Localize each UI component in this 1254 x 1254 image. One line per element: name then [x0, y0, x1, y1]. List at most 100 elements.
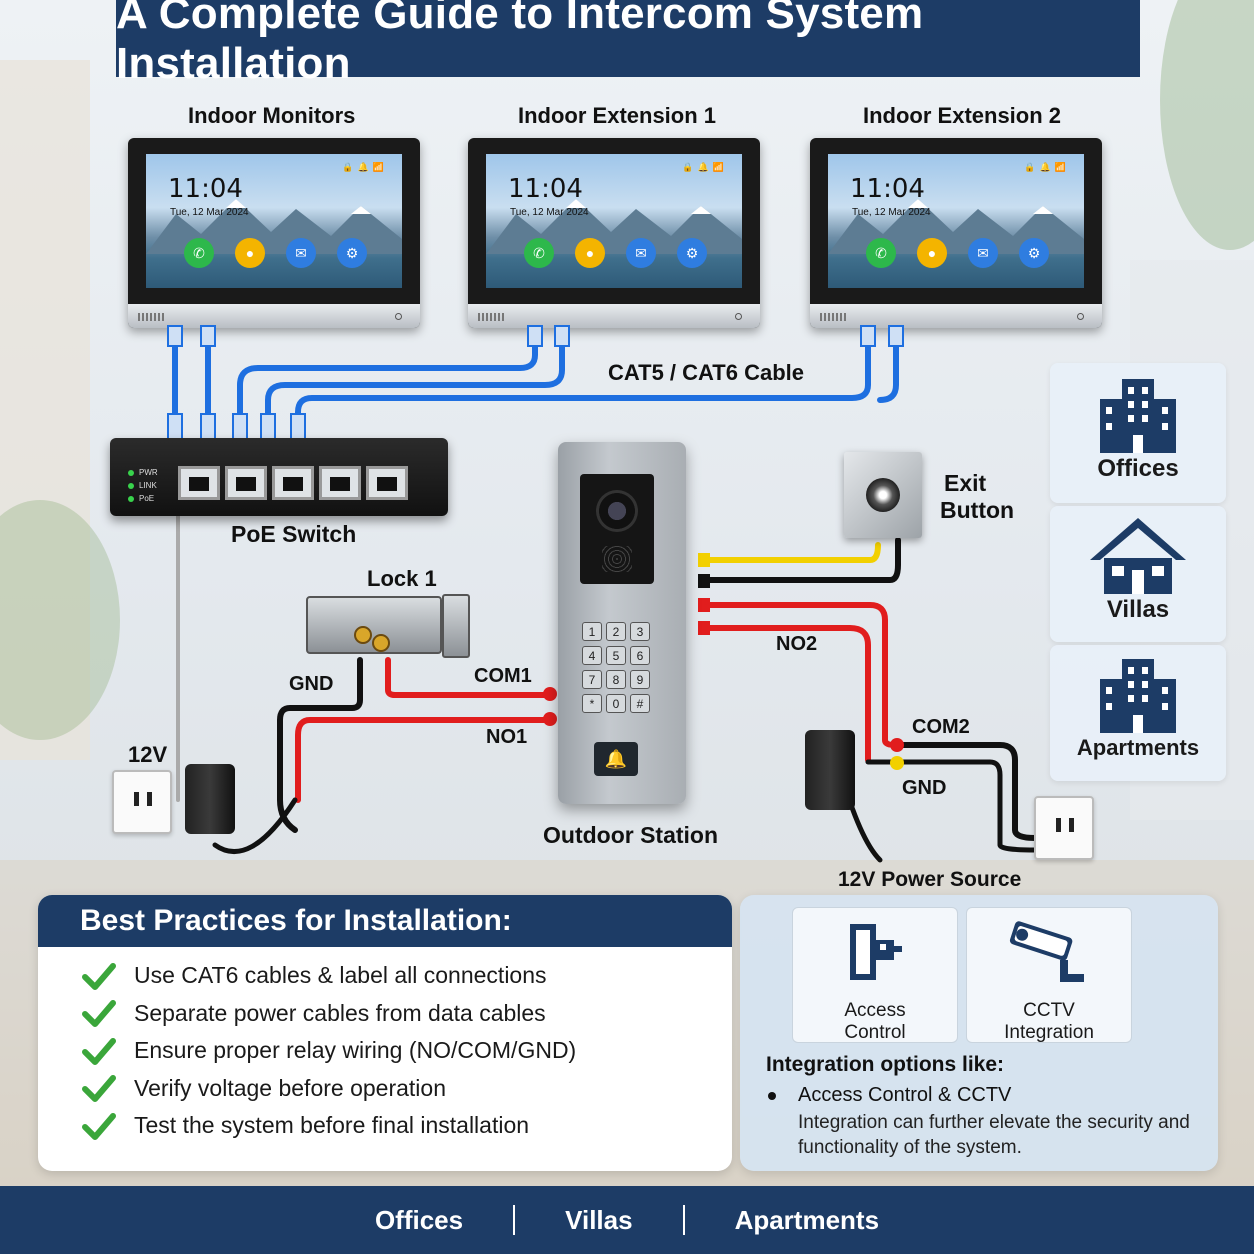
footer-divider — [682, 1205, 685, 1235]
key-icon — [354, 626, 372, 644]
access-label-1: Access — [844, 1000, 906, 1021]
phone-icon[interactable]: ✆ — [866, 238, 896, 268]
user-icon[interactable]: ● — [235, 238, 265, 268]
mail-icon[interactable]: ✉ — [286, 238, 316, 268]
cable-extension-1b — [265, 327, 565, 443]
monitor-time: 11:04 — [508, 174, 583, 204]
key-0[interactable]: 0 — [606, 694, 626, 713]
list-item: Use CAT6 cables & label all connections — [82, 957, 732, 995]
side-card-label: Apartments — [1076, 735, 1200, 760]
integration-description: Integration can further elevate the secu… — [798, 1112, 1190, 1158]
door-access-icon — [850, 924, 902, 980]
phone-icon[interactable]: ✆ — [184, 238, 214, 268]
monitor-label-1: Indoor Monitors — [188, 103, 356, 128]
indoor-extension-2: 🔒🔔📶 11:04 Tue, 12 Mar 2024 ✆ ● ✉ ⚙ — [810, 138, 1102, 328]
cable-extension-1a — [237, 327, 538, 443]
gear-icon[interactable]: ⚙ — [677, 238, 707, 268]
office-building-icon — [1100, 379, 1176, 453]
key-3[interactable]: 3 — [630, 622, 650, 641]
key-5[interactable]: 5 — [606, 646, 626, 665]
key-9[interactable]: 9 — [630, 670, 650, 689]
monitor-screen: 🔒🔔📶 11:04 Tue, 12 Mar 2024 ✆ ● ✉ ⚙ — [146, 154, 402, 288]
practice-text: Use CAT6 cables & label all connections — [134, 962, 547, 989]
user-icon[interactable]: ● — [575, 238, 605, 268]
checkmark-icon — [82, 1000, 116, 1028]
gear-icon[interactable]: ⚙ — [337, 238, 367, 268]
bell-icon[interactable]: 🔔 — [594, 742, 638, 776]
cctv-label-2: Integration — [1004, 1022, 1094, 1043]
gnd-left-label: GND — [289, 673, 334, 695]
practice-text: Test the system before final installatio… — [134, 1112, 530, 1139]
monitor-time: 11:04 — [168, 174, 243, 204]
electric-lock — [306, 594, 470, 660]
mail-icon[interactable]: ✉ — [626, 238, 656, 268]
integration-bullet: Access Control & CCTV — [767, 1084, 1012, 1106]
12v-label: 12V — [128, 742, 168, 767]
monitor-time: 11:04 — [850, 174, 925, 204]
com2-label: COM2 — [912, 716, 970, 738]
key-7[interactable]: 7 — [582, 670, 602, 689]
side-card-label: Villas — [1106, 596, 1170, 623]
exit-label-line2: Button — [940, 497, 1015, 523]
list-item: Verify voltage before operation — [82, 1070, 732, 1108]
monitor-date: Tue, 12 Mar 2024 — [510, 207, 589, 218]
outdoor-station: 1 2 3 4 5 6 7 8 9 * 0 # 🔔 — [558, 442, 686, 804]
page-title: A Complete Guide to Intercom System Inst… — [116, 0, 1140, 88]
exit-label-line1: Exit — [944, 470, 987, 496]
checkmark-icon — [82, 962, 116, 990]
practice-text: Separate power cables from data cables — [134, 999, 546, 1026]
link-indicator: LINK — [128, 481, 157, 490]
best-practices-heading: Best Practices for Installation: — [38, 895, 732, 947]
key-6[interactable]: 6 — [630, 646, 650, 665]
switch-port — [319, 466, 361, 500]
key-8[interactable]: 8 — [606, 670, 626, 689]
switch-port — [178, 466, 220, 500]
checkmark-icon — [82, 1112, 116, 1140]
mail-icon[interactable]: ✉ — [968, 238, 998, 268]
side-card-villas: Villas — [1050, 506, 1226, 642]
keypad: 1 2 3 4 5 6 7 8 9 * 0 # — [582, 622, 650, 713]
wall-outlet-right — [1034, 796, 1094, 860]
exit-button-device[interactable] — [844, 452, 922, 538]
key-star[interactable]: * — [582, 694, 602, 713]
switch-port — [225, 466, 267, 500]
best-practices-panel: Best Practices for Installation: Use CAT… — [38, 895, 732, 1171]
camera-lens-icon — [596, 490, 638, 532]
key-2[interactable]: 2 — [606, 622, 626, 641]
practice-text: Verify voltage before operation — [134, 1074, 446, 1101]
cctv-camera-icon — [1009, 921, 1084, 982]
power-source-label: 12V Power Source — [838, 868, 1022, 891]
camera-module — [580, 474, 654, 584]
house-icon — [1090, 518, 1186, 594]
access-label-2: Control — [844, 1022, 906, 1043]
no2-label: NO2 — [776, 633, 818, 655]
footer-link-apartments[interactable]: Apartments — [734, 1204, 880, 1235]
side-card-offices: Offices — [1050, 363, 1226, 503]
power-adapter-right — [805, 730, 855, 810]
gear-icon[interactable]: ⚙ — [1019, 238, 1049, 268]
monitor-screen: 🔒🔔📶 11:04 Tue, 12 Mar 2024 ✆ ● ✉ ⚙ — [486, 154, 742, 288]
key-1[interactable]: 1 — [582, 622, 602, 641]
checkmark-icon — [82, 1075, 116, 1103]
indoor-extension-1: 🔒🔔📶 11:04 Tue, 12 Mar 2024 ✆ ● ✉ ⚙ — [468, 138, 760, 328]
list-item: Ensure proper relay wiring (NO/COM/GND) — [82, 1032, 732, 1070]
list-item: Separate power cables from data cables — [82, 995, 732, 1033]
speaker-grille — [602, 546, 632, 572]
key-hash[interactable]: # — [630, 694, 650, 713]
key-4[interactable]: 4 — [582, 646, 602, 665]
cable-extension-2b — [877, 327, 899, 403]
phone-icon[interactable]: ✆ — [524, 238, 554, 268]
lock-label: Lock 1 — [367, 566, 437, 591]
practice-text: Ensure proper relay wiring (NO/COM/GND) — [134, 1037, 577, 1064]
switch-label: PoE Switch — [231, 521, 357, 547]
user-icon[interactable]: ● — [917, 238, 947, 268]
footer-divider — [513, 1205, 516, 1235]
cable-label: CAT5 / CAT6 Cable — [608, 360, 804, 385]
outdoor-station-label: Outdoor Station — [543, 822, 719, 848]
footer-link-offices[interactable]: Offices — [374, 1204, 464, 1235]
monitor-label-2: Indoor Extension 1 — [518, 103, 717, 128]
side-card-label: Offices — [1097, 455, 1179, 482]
footer-link-villas[interactable]: Villas — [565, 1204, 633, 1235]
